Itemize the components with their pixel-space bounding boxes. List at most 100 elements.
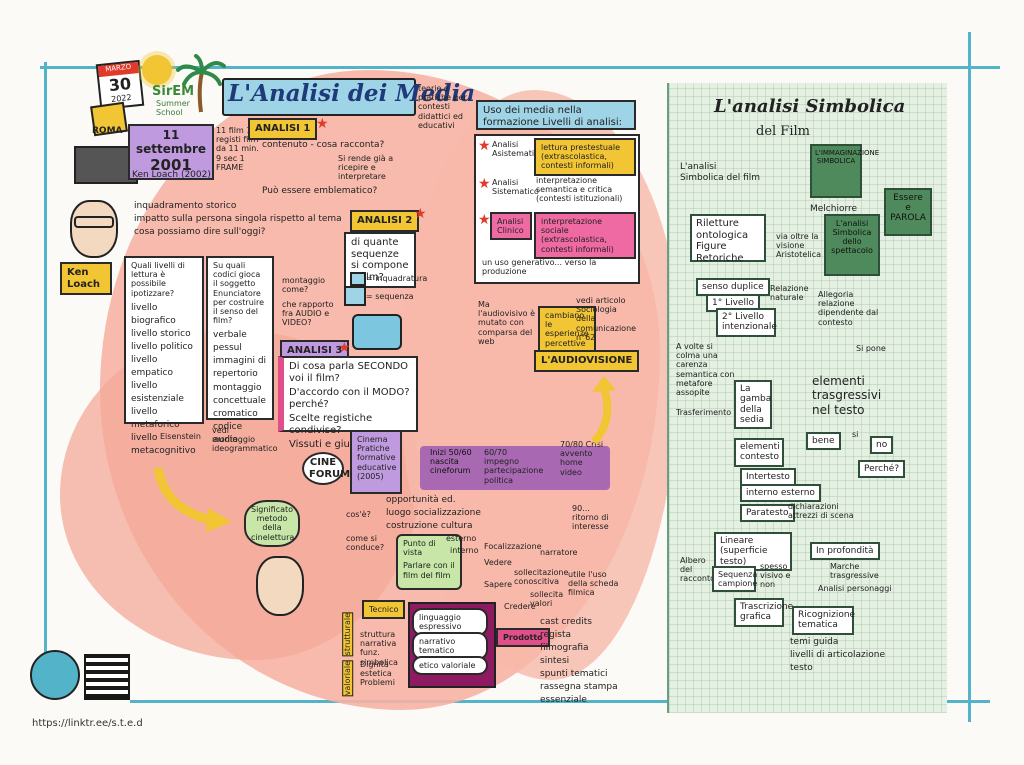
summer-school-logo: SirEM bbox=[152, 84, 195, 99]
uso-media-banner: Uso dei media nella formazione Livelli d… bbox=[476, 100, 636, 130]
strato-tecnico: Tecnico bbox=[362, 600, 406, 620]
cineforum-come: come si conduce? bbox=[346, 534, 385, 553]
audiovisione-label: L'AUDIOVISIONE bbox=[534, 350, 640, 372]
analisi3-item: Scelte registiche condivise? bbox=[289, 413, 373, 436]
level-clinico-name: Analisi Clinico bbox=[490, 212, 532, 241]
punto-vista-card: Punto di vista Parlare con il film del f… bbox=[396, 534, 462, 590]
analisi1-star-icon: ★ bbox=[316, 116, 329, 132]
elementi-trasgressivi-label: elementi trasgressivi nel testo bbox=[812, 374, 882, 417]
prodotto-item: regista filmografia bbox=[540, 630, 589, 654]
cambiano-note: cambiano le esperienze percettive bbox=[538, 306, 596, 353]
sollecita-valori-label: sollecita valori bbox=[530, 590, 564, 609]
via-label: via oltre la visione Aristotelica bbox=[776, 232, 821, 260]
melchiorre-label: Melchiorre bbox=[810, 204, 858, 214]
scheda-label: utile l'uso della scheda filmica bbox=[568, 570, 619, 598]
level-sistematico-desc: interpretazione semantica e critica (con… bbox=[536, 176, 623, 204]
analisi1-bullet: cosa possiamo dire sull'oggi? bbox=[134, 227, 266, 238]
analisi-personaggi-label: Analisi personaggi bbox=[818, 584, 892, 593]
glasses-icon bbox=[74, 216, 114, 228]
simbolica-intro: L'analisi Simbolica del film bbox=[680, 162, 761, 183]
timeline-band bbox=[420, 446, 610, 490]
timeline-event-2: 60/70 impegno partecipazione politica bbox=[484, 448, 544, 485]
title-banner bbox=[222, 78, 416, 116]
analisi1-question-emblematico: Può essere emblematico? bbox=[262, 186, 378, 196]
codici-item: pessul bbox=[213, 343, 242, 354]
level-clinico-desc: interpretazione sociale (extrascolastica… bbox=[534, 212, 636, 259]
livelli-item: livello metacognitivo bbox=[131, 433, 196, 457]
riletture-box: Riletture ontologica Figure Retoriche bbox=[690, 214, 766, 264]
cineforum-feature: costruzione cultura bbox=[386, 521, 473, 532]
punto-vista-interno: interno bbox=[450, 546, 479, 555]
camera-icon bbox=[352, 314, 402, 350]
si-pone-label: Si pone bbox=[856, 344, 886, 353]
palm-tree-icon bbox=[176, 54, 226, 113]
analisi2-question: di quante sequenze si compone il film? bbox=[344, 232, 416, 288]
simbolica-subtitle: del Film bbox=[756, 124, 810, 139]
film-notes: 11 film 11 registi film da 11 min. 9 sec… bbox=[216, 126, 259, 172]
interno-esterno-box: interno esterno bbox=[740, 484, 821, 503]
ricognizione-box: Ricognizione tematica bbox=[792, 606, 855, 635]
footer-link[interactable]: https://linktr.ee/s.t.e.d bbox=[32, 718, 143, 729]
asistematico-star-icon: ★ bbox=[478, 138, 491, 154]
focalizzazione-label: Focalizzazione bbox=[484, 542, 542, 551]
frame-line-top bbox=[40, 66, 1000, 69]
book-essere-parola: Essere e PAROLA bbox=[884, 188, 932, 236]
codici-item: cromatico bbox=[213, 408, 258, 419]
significato-label: Significato metodo della cinelettura bbox=[244, 500, 300, 547]
strato-narrativo: narrativo tematico bbox=[412, 632, 488, 661]
analisi3-item: Vissuti e giudizi. bbox=[289, 439, 371, 450]
bene-box: bene bbox=[806, 432, 841, 451]
sequenza-box: Sequenza campione bbox=[712, 566, 757, 593]
cineforum-book: Cinema Pratiche formative educative (200… bbox=[350, 430, 402, 494]
arrow-yellow-up bbox=[590, 376, 616, 445]
timeline-event-3: 70/80 Crisi avvento home video bbox=[560, 440, 604, 477]
frame-line-bottom bbox=[130, 700, 990, 703]
sequence-grid-icon bbox=[344, 286, 366, 306]
frame-line-left bbox=[44, 62, 47, 682]
sistematico-star-icon: ★ bbox=[478, 176, 491, 192]
timeline-event-1: Inizi 50/60 nascita cineforum bbox=[430, 448, 472, 476]
dichiarazioni-label: dichiarazioni attrezzi di scena bbox=[788, 502, 854, 521]
prodotto-item: spunti tematici bbox=[540, 669, 608, 680]
punto-vista-label: Punto di vista bbox=[403, 539, 436, 558]
cineforum-feature: opportunità ed. bbox=[386, 495, 456, 505]
sun-icon bbox=[142, 55, 172, 85]
uso-generativo: un uso generativo... verso la produzione bbox=[482, 258, 597, 277]
prodotto-items: cast credits regista filmografia sintesi… bbox=[540, 616, 620, 707]
cineforum-features: opportunità ed. luogo socializzazione co… bbox=[386, 494, 481, 533]
analisi1-note-interpretare: Si rende già a ricepire e interpretare bbox=[338, 154, 394, 182]
temi-items: temi guida livelli di articolazione test… bbox=[790, 636, 890, 675]
clinico-star-icon: ★ bbox=[478, 212, 491, 228]
albero-label: Albero del racconto bbox=[680, 556, 715, 584]
marche-label: Marche trasgressive bbox=[830, 562, 879, 581]
analisi2-audio-video: che rapporto fra AUDIO e VIDEO? bbox=[282, 300, 334, 328]
analisi3-star-icon: ★ bbox=[338, 340, 351, 356]
strato-dignita: Dignità estetica Problemi bbox=[360, 660, 395, 688]
level-asistematico-name: Analisi Asistematico bbox=[492, 140, 544, 159]
gamba-box: La gamba della sedia bbox=[734, 380, 772, 430]
livello2-box: 2° Livello intenzionale bbox=[716, 308, 777, 337]
prodotto-item: sintesi bbox=[540, 656, 570, 667]
strato-etico: etico valoriale bbox=[412, 656, 488, 676]
film-title-line2: 2001 bbox=[150, 155, 192, 174]
temi-item: temi guida bbox=[790, 637, 839, 647]
timeline-event-4: 90... ritorno di interesse bbox=[572, 504, 609, 532]
strato-strutturale: strutturale bbox=[342, 612, 354, 657]
presenter-portrait bbox=[256, 556, 304, 616]
livelli-item: livello storico bbox=[131, 328, 191, 339]
film-title-line1: 11 settembre bbox=[135, 128, 207, 156]
livelli-question: Quali livelli di lettura è possibile ipo… bbox=[131, 261, 185, 298]
frame-square-icon bbox=[350, 272, 366, 286]
analisi1-bullet: inquadramento storico bbox=[134, 201, 237, 211]
sollecitazione-label: sollecitazione conoscitiva bbox=[514, 568, 569, 587]
codici-question: Su quali codici gioca il soggetto Enunci… bbox=[213, 261, 265, 326]
sapere-label: Sapere bbox=[484, 580, 513, 589]
qr-code-icon bbox=[84, 654, 130, 700]
credere-label: Credere bbox=[504, 602, 536, 611]
page-subtitle: teorie e pratiche per contesti didattici… bbox=[418, 84, 467, 130]
codici-item: montaggio concettuale bbox=[213, 382, 266, 406]
page-title: L'Analisi dei Media bbox=[228, 80, 476, 107]
prodotto-item: rassegna stampa bbox=[540, 682, 618, 693]
prodotto-item: essenziale bbox=[540, 695, 587, 706]
